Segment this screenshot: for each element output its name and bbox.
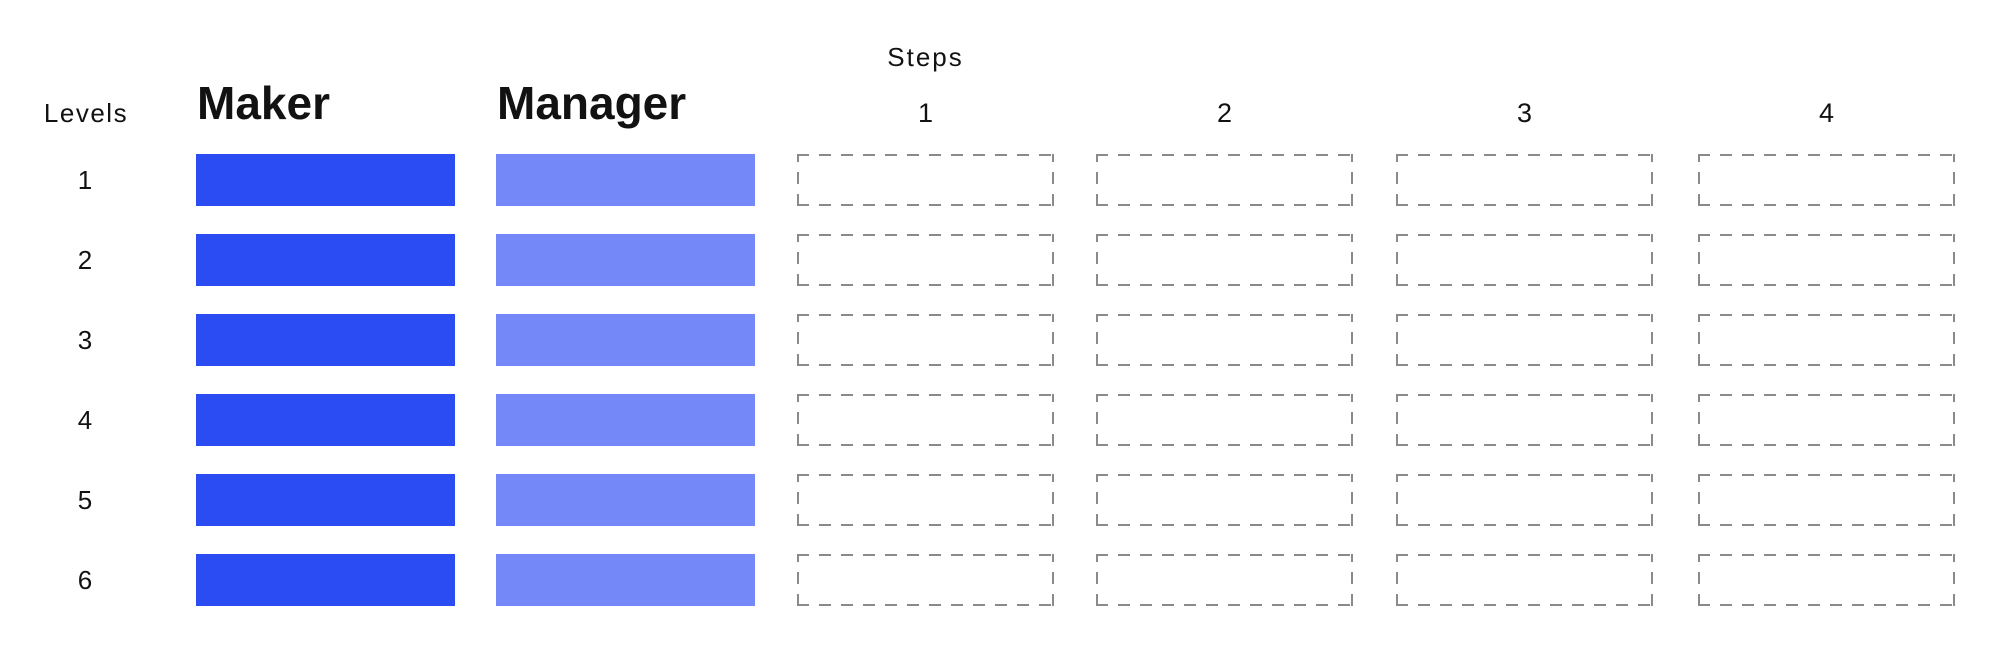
step-column-header-4: 4 [1818, 98, 1835, 128]
step-slot [1396, 234, 1653, 286]
step-slot [1698, 554, 1955, 606]
level-row-5: 5 [0, 474, 1996, 526]
level-row-6: 6 [0, 554, 1996, 606]
level-number: 4 [77, 405, 93, 435]
level-number: 3 [77, 325, 93, 355]
manager-bar [496, 234, 755, 286]
step-slot [1096, 234, 1353, 286]
step-slot [1096, 474, 1353, 526]
step-column-header-2: 2 [1216, 98, 1233, 128]
level-row-4: 4 [0, 394, 1996, 446]
step-slot [1396, 554, 1653, 606]
manager-bar [496, 154, 755, 206]
level-number: 6 [77, 565, 93, 595]
step-slot [797, 474, 1054, 526]
maker-bar [196, 154, 455, 206]
step-slot [1396, 474, 1653, 526]
maker-bar [196, 234, 455, 286]
maker-bar [196, 394, 455, 446]
step-slot [1698, 394, 1955, 446]
maker-bar [196, 474, 455, 526]
step-slot [1096, 554, 1353, 606]
step-slot [1698, 234, 1955, 286]
step-slot [797, 234, 1054, 286]
step-slot [1698, 314, 1955, 366]
level-number: 1 [77, 165, 93, 195]
manager-bar [496, 314, 755, 366]
maker-column-header: Maker [197, 77, 330, 129]
level-row-3: 3 [0, 314, 1996, 366]
step-slot [797, 314, 1054, 366]
step-slot [1096, 394, 1353, 446]
maker-bar [196, 314, 455, 366]
step-slot [1396, 394, 1653, 446]
step-column-header-1: 1 [917, 98, 934, 128]
manager-bar [496, 474, 755, 526]
level-number: 2 [77, 245, 93, 275]
level-row-2: 2 [0, 234, 1996, 286]
step-slot [1698, 474, 1955, 526]
step-slot [797, 154, 1054, 206]
steps-group-label: Steps [887, 42, 964, 72]
manager-column-header: Manager [497, 77, 687, 129]
manager-bar [496, 394, 755, 446]
step-slot [1096, 154, 1353, 206]
step-slot [1396, 314, 1653, 366]
level-number: 5 [77, 485, 93, 515]
step-slot [797, 554, 1054, 606]
step-slot [797, 394, 1054, 446]
levels-header-label: Levels [43, 98, 129, 128]
maker-bar [196, 554, 455, 606]
step-slot [1698, 154, 1955, 206]
step-slot [1096, 314, 1353, 366]
step-column-header-3: 3 [1516, 98, 1533, 128]
manager-bar [496, 554, 755, 606]
level-row-1: 1 [0, 154, 1996, 206]
step-slot [1396, 154, 1653, 206]
